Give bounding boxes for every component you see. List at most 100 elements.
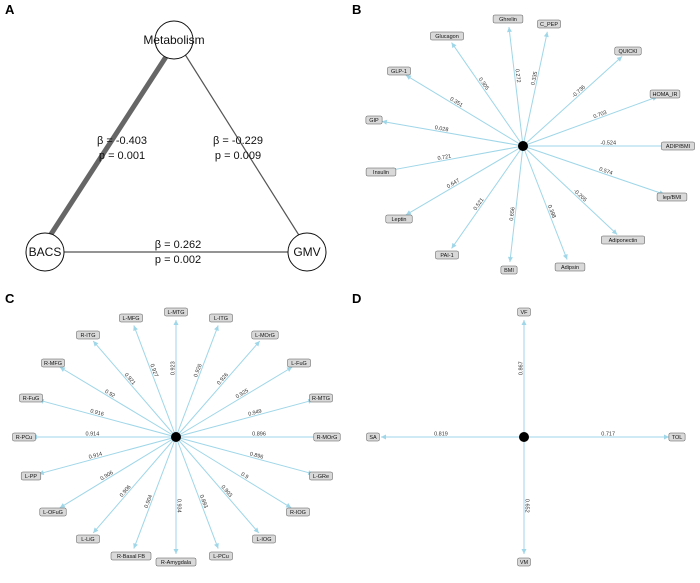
edge-right-beta: β = -0.229: [213, 135, 263, 147]
panel-c-arrowhead: [59, 367, 66, 372]
panel-c-node-label: L-MTG: [167, 310, 184, 316]
panel-c-node-box: [286, 507, 310, 517]
panel-b-edge-value: 0.521: [473, 197, 486, 212]
panel-b-node-label: QUICKI: [619, 49, 638, 55]
panel-b-spoke: [508, 26, 524, 147]
panel-d-arrowhead: [521, 549, 527, 554]
edge-bottom-p: p = 0.002: [155, 254, 201, 266]
panel-b-node-label: C_PEP: [540, 22, 558, 28]
panel-b-node-label: Leptin: [392, 217, 407, 223]
panel-d-node-box: [517, 307, 531, 317]
panel-c-node-box: [76, 330, 100, 340]
panel-c-edge-value: 0.925: [235, 388, 250, 400]
edge-left-p: p = 0.001: [99, 150, 145, 162]
panel-d-node-label: VF: [520, 310, 528, 316]
panel-b-spoke: [405, 145, 524, 216]
panel-b-node-label: lep/BMI: [663, 195, 682, 201]
panel-b-spoke: [522, 96, 658, 147]
panel-c-node-box: [251, 330, 279, 340]
panel-c-spoke: [59, 366, 177, 438]
panel-c-spoke: [38, 399, 177, 438]
panel-d-node-label: SA: [369, 435, 377, 441]
panel-b-arrowhead: [507, 256, 513, 263]
panel-b-node-label: GLP-1: [391, 69, 407, 75]
panel-c-node-label: L-PCu: [213, 554, 229, 560]
panel-c-node-box: [252, 534, 276, 544]
panel-c-edge-value: 0.949: [248, 408, 263, 417]
panel-c-arrowhead: [214, 542, 219, 549]
panel-c-edge-value: 0.893: [198, 494, 208, 509]
panel-b-edge-value: 0.351: [449, 96, 464, 108]
panel-b-node-label: HOMA_IR: [652, 92, 677, 98]
panel-d-node-box: [668, 432, 686, 442]
panel-c-node-label: R-FuG: [23, 396, 40, 402]
panel-c-edge-value: 0.926: [216, 372, 230, 386]
panel-c-node-box: [39, 507, 67, 517]
panel-c-node-box: [12, 432, 36, 442]
panel-c-arrowhead: [285, 503, 292, 508]
panel-c-edge-value: 0.926: [193, 363, 203, 378]
panel-c-edge-value: 0.904: [144, 494, 154, 509]
panel-b-edge-value: 0.272: [513, 69, 521, 83]
panel-b-arrowhead: [616, 56, 623, 62]
panel-b-arrowhead: [562, 253, 568, 260]
panel-c-node-box: [309, 471, 333, 481]
panel-c-node-box: [110, 551, 152, 561]
panel-c-spoke: [133, 325, 177, 438]
panel-b-spoke: [388, 145, 524, 172]
panel-c-edge-value: 0.921: [123, 372, 137, 386]
panel-c-letter: C: [5, 291, 15, 306]
panel-b-node-box: [387, 66, 411, 76]
panel-b-spoke: [451, 42, 524, 147]
panel-b-node-box: [537, 19, 561, 29]
panel-d-node-label: TOL: [672, 435, 683, 441]
edge-bottom-beta: β = 0.262: [155, 239, 201, 251]
panel-d-arrowhead: [381, 434, 386, 440]
panel-c-node-box: [19, 393, 43, 403]
panel-c-node-label: R-MOrG: [317, 435, 338, 441]
panel-c-edge-value: 0.896: [249, 451, 264, 460]
panel-c-edge-value: 0.934: [176, 499, 182, 513]
panel-b-edge-value: 0.028: [434, 125, 449, 133]
panel-b-node-box: [649, 89, 681, 99]
panel-c-spoke: [175, 325, 219, 438]
panel-b-edge-value: 0.647: [446, 178, 461, 190]
node-bacs: [25, 232, 65, 272]
panel-c-edge-value: 0.906: [119, 484, 133, 498]
panel-c-arrowhead: [286, 367, 293, 372]
panel-b-node-box: [385, 214, 413, 224]
panel-b-edge-value: 0.721: [437, 154, 452, 162]
panel-c-node-label: L-MOrG: [255, 333, 275, 339]
panel-c-node-box: [20, 471, 42, 481]
panel-c-edge-value: 0.914: [88, 451, 103, 460]
panel-b-node-label: Ghrelin: [499, 17, 517, 23]
panel-c-spokes: 0.923L-MTG0.926L-ITG0.926L-MOrG0.925L-Fu…: [12, 307, 341, 567]
panel-b-edge-value: 0.335: [530, 71, 539, 86]
panel-b-letter: B: [352, 2, 361, 17]
panel-b-node-label: Adipsin: [561, 265, 579, 271]
panel-b-edge-value: -0.205: [572, 188, 587, 203]
panel-c-node-label: R-MFG: [44, 361, 62, 367]
panel-b: B 0.272Ghrelin0.335C_PEP-0.736QUICKI0.70…: [352, 2, 695, 275]
panel-d-node-label: VM: [520, 560, 529, 566]
panel-c-spoke: [175, 436, 292, 509]
panel-b-edge-value: 0.398: [546, 204, 557, 219]
panel-b-spoke: [522, 145, 665, 195]
panel-b-spokes: 0.272Ghrelin0.335C_PEP-0.736QUICKI0.703H…: [365, 14, 695, 275]
panel-b-edge-value: 0.574: [598, 167, 613, 177]
panel-c-arrowhead: [254, 341, 260, 347]
panel-c-arrowhead: [173, 549, 179, 554]
panel-b-node-box: [601, 235, 645, 245]
panel-b-node-label: BMI: [504, 268, 514, 274]
panel-c-node-box: [209, 551, 233, 561]
panel-d-arrowhead: [664, 434, 669, 440]
panel-c-node-box: [164, 307, 188, 317]
panel-c-node-label: R-IOG: [290, 510, 306, 516]
panel-b-node-box: [430, 31, 464, 41]
panel-c-node-label: L-OFuG: [43, 510, 63, 516]
panel-b-spoke: [509, 145, 524, 263]
panel-c-arrowhead: [133, 325, 138, 332]
panel-c-node-label: L-LiG: [81, 537, 94, 543]
